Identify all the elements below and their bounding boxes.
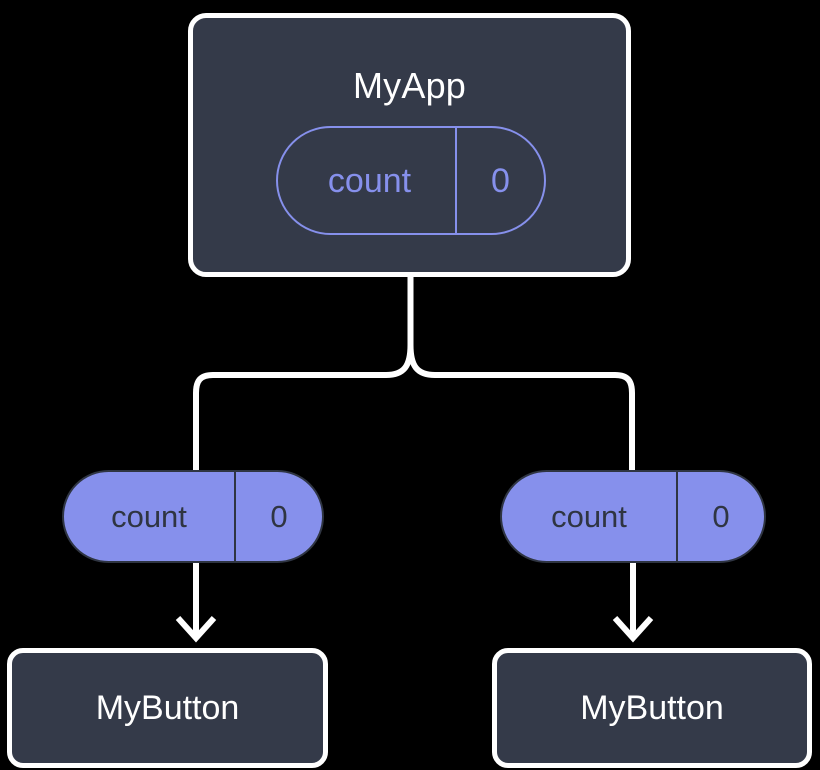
state-pill-child-1[interactable]: count 0 [500,470,766,563]
state-pill-child-1-name: count [551,499,627,534]
state-pill-root[interactable]: count 0 [276,126,546,235]
connector-branch-left [193,344,414,470]
component-node-mybutton-0[interactable]: MyButton [7,648,328,768]
state-pill-root-name: count [327,161,412,200]
state-pill-child-1-value: 0 [676,472,764,561]
state-pill-root-value: 0 [455,128,544,233]
state-pill-child-0[interactable]: count 0 [62,470,324,563]
state-pill-child-0-value: 0 [234,472,322,561]
arrow-head-right-icon [612,615,654,643]
arrow-head-left-icon [175,615,217,643]
component-label-myapp: MyApp [352,65,467,106]
state-pill-child-0-name: count [111,499,187,534]
component-node-mybutton-1[interactable]: MyButton [492,648,812,768]
component-label-mybutton-0: MyButton [95,689,240,727]
connector-branch-right [407,344,635,470]
component-label-mybutton-1: MyButton [580,689,724,727]
